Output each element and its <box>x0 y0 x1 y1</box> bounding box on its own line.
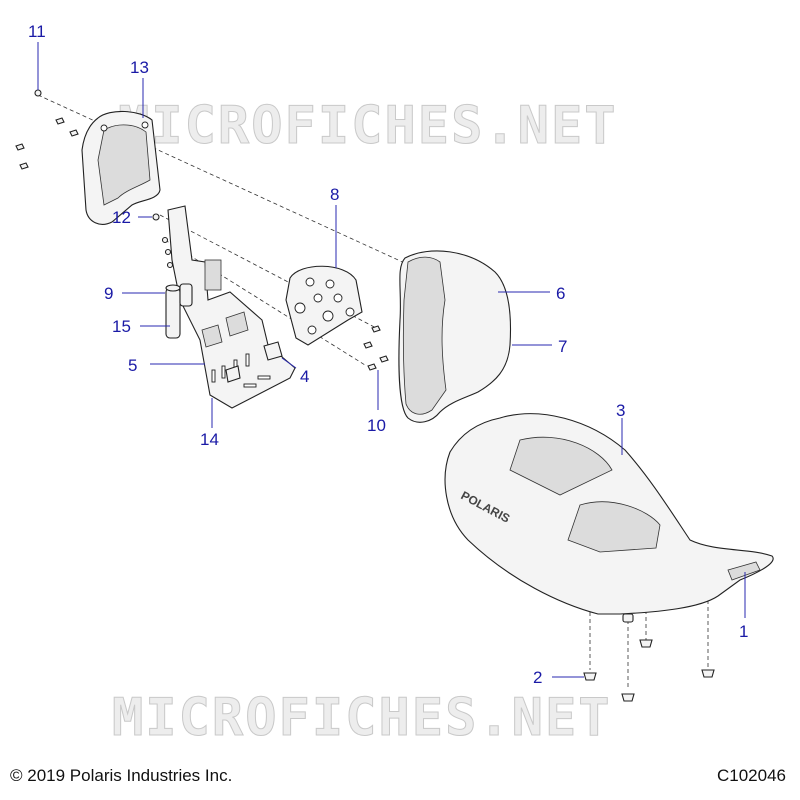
part-10-screws <box>363 325 389 371</box>
callout-13: 13 <box>130 58 149 77</box>
part-9-spacer <box>165 283 193 339</box>
part-6-backrest-pad <box>398 250 511 423</box>
watermark-top: MICROFICHES.NET <box>118 96 618 156</box>
callout-6: 6 <box>556 284 565 303</box>
drawing-code: C102046 <box>716 766 786 785</box>
callout-5: 5 <box>128 356 137 375</box>
fasteners-11 <box>15 89 79 170</box>
part-12-nuts <box>152 213 174 269</box>
leader-lines <box>37 42 746 678</box>
callout-12: 12 <box>112 208 131 227</box>
callouts: 11 13 12 9 15 5 14 4 8 10 6 7 3 1 2 <box>28 22 748 687</box>
callout-11: 11 <box>28 22 46 41</box>
callout-3: 3 <box>616 401 625 420</box>
part-3-seat: POLARIS <box>444 413 774 615</box>
copyright-text: © 2019 Polaris Industries Inc. <box>10 766 233 785</box>
callout-7: 7 <box>558 337 567 356</box>
callout-14: 14 <box>200 430 219 449</box>
part-14-slots <box>211 353 271 388</box>
callout-2: 2 <box>533 668 542 687</box>
callout-4: 4 <box>300 367 309 386</box>
part-8-plate <box>285 265 363 346</box>
callout-1: 1 <box>739 622 748 641</box>
part-13-backrest-cover <box>81 110 161 225</box>
part-2-grommets <box>583 613 715 702</box>
part-5-bracket <box>167 205 296 409</box>
callout-9: 9 <box>104 284 113 303</box>
part-4-clip <box>225 341 283 383</box>
callout-15: 15 <box>112 317 131 336</box>
callout-10: 10 <box>367 416 386 435</box>
callout-8: 8 <box>330 185 339 204</box>
watermark-bottom: MICROFICHES.NET <box>112 688 612 748</box>
